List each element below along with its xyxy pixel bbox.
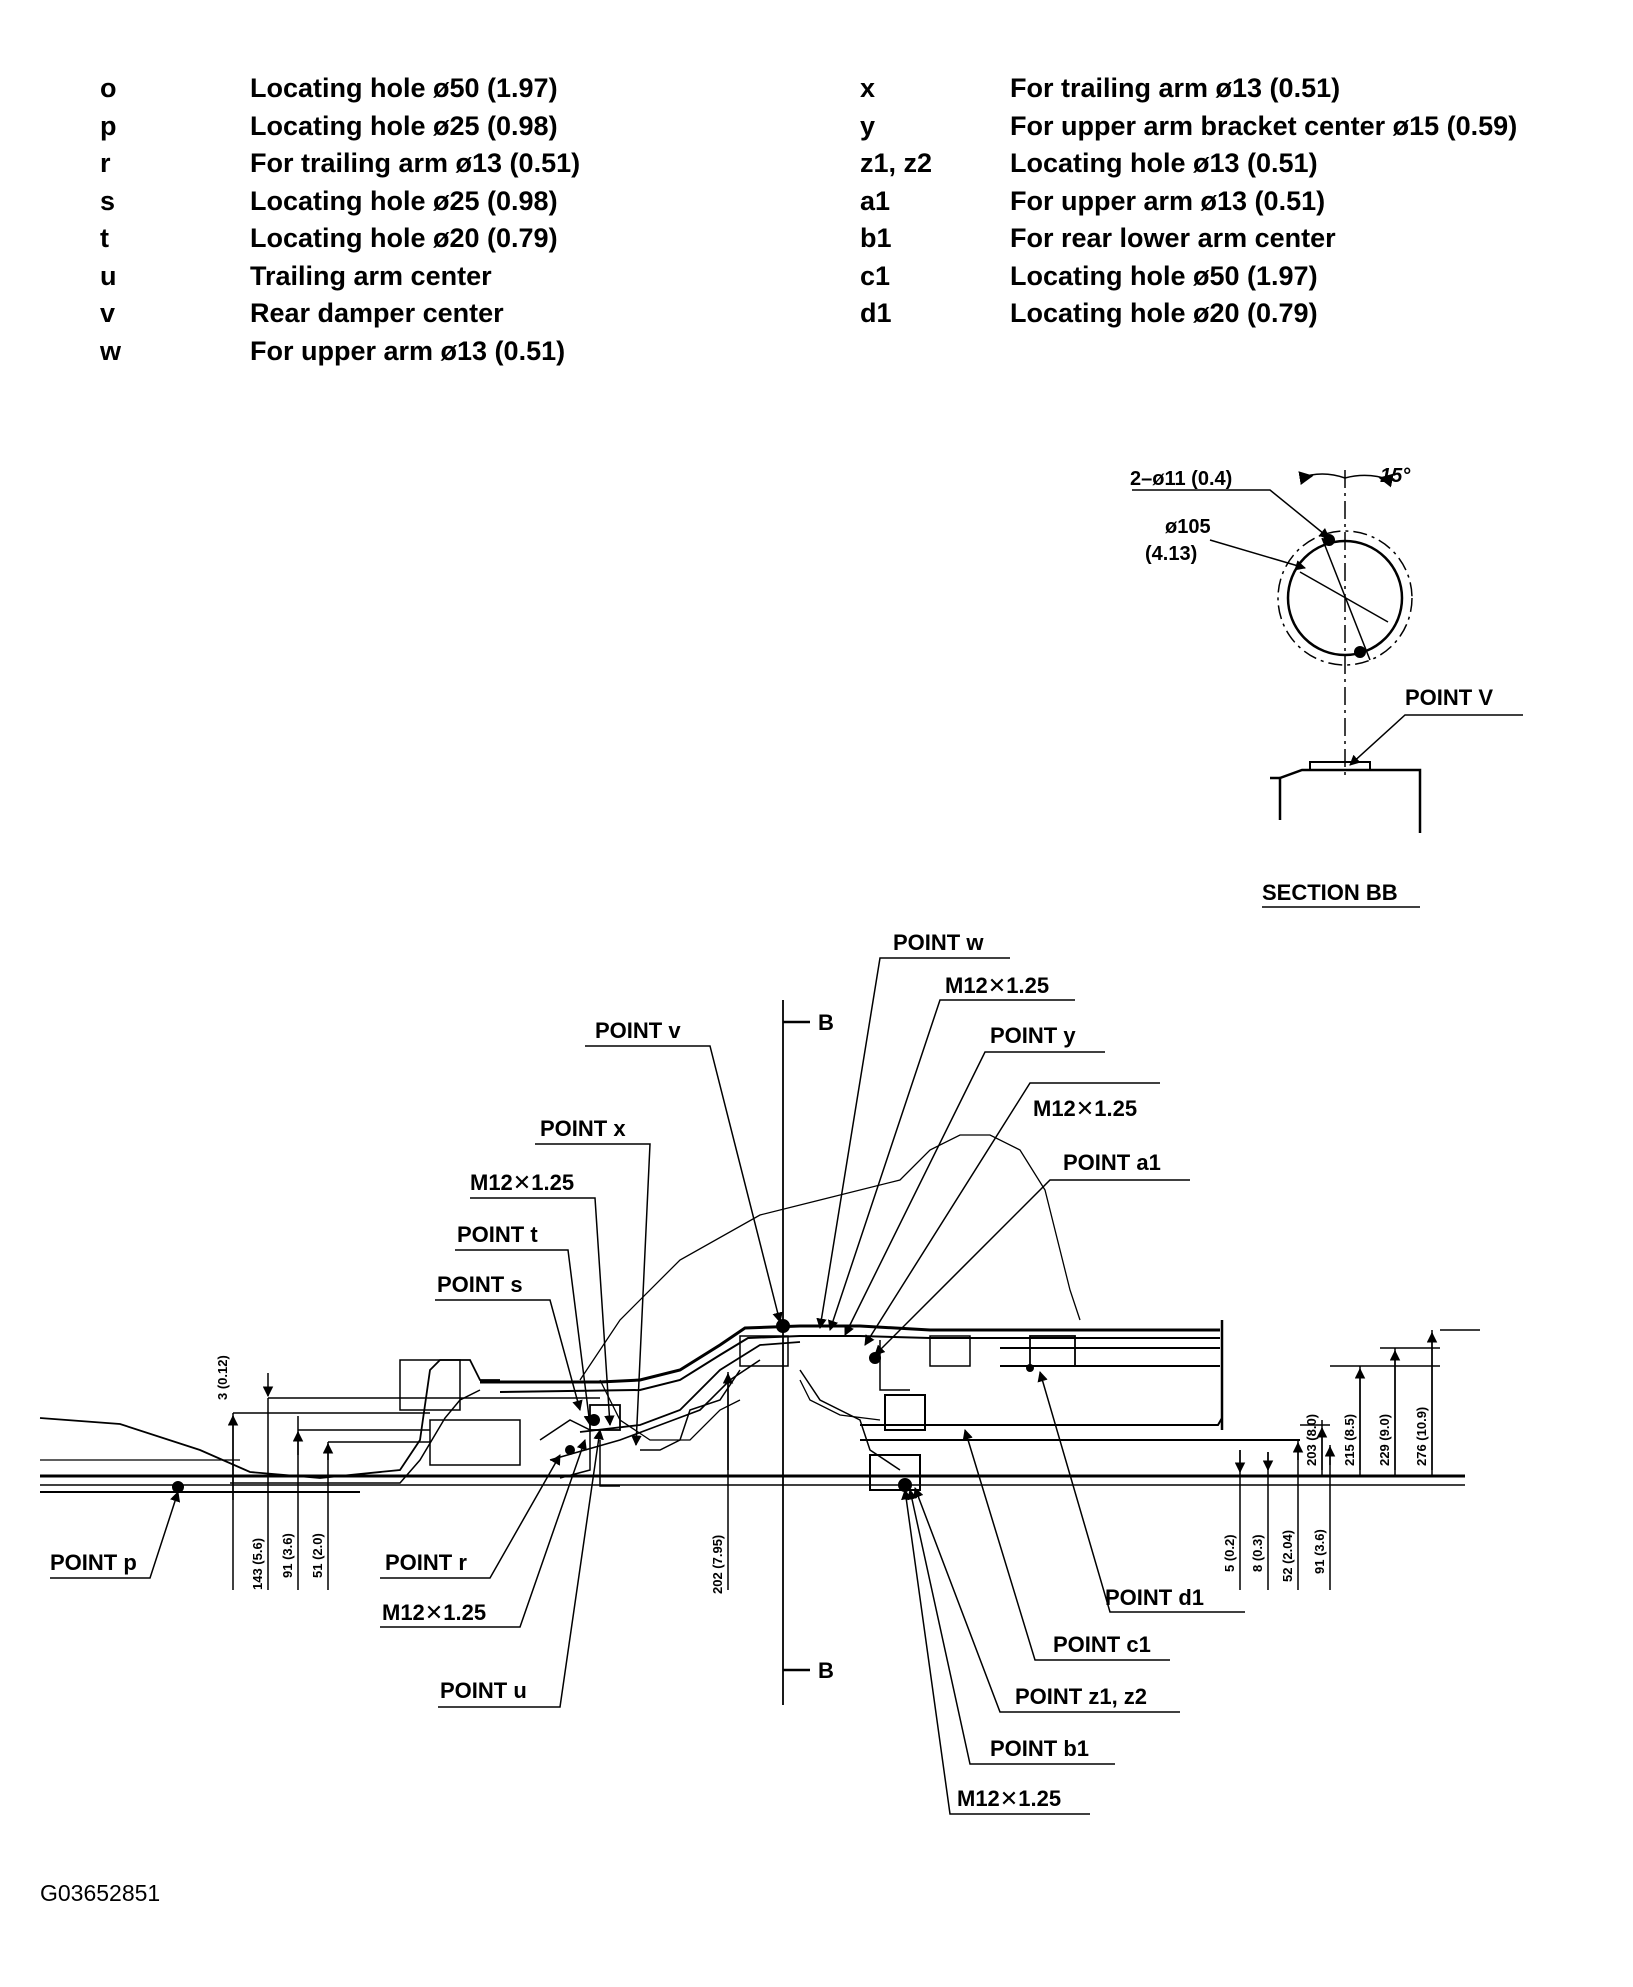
dim-215: 215 (8.5) <box>1342 1414 1357 1466</box>
chassis-outline <box>39 1000 1465 1705</box>
legend-row: v Rear damper center <box>100 295 580 333</box>
legend-row: y For upper arm bracket center ø15 (0.59) <box>860 108 1517 146</box>
legend-description: Locating hole ø25 (0.98) <box>250 110 558 141</box>
callout-point-p: POINT p <box>50 1550 137 1575</box>
legend-row: z1, z2 Locating hole ø13 (0.51) <box>860 145 1517 183</box>
callout-point-v: POINT v <box>595 1018 681 1043</box>
legend-row: u Trailing arm center <box>100 258 580 296</box>
legend-description: For rear lower arm center <box>1010 223 1336 253</box>
callout-point-b1: POINT b1 <box>990 1736 1089 1761</box>
legend-description: For trailing arm ø13 (0.51) <box>1010 73 1341 103</box>
callout-point-s: POINT s <box>437 1272 523 1297</box>
legend-description: For upper arm ø13 (0.51) <box>250 335 566 366</box>
legend-code: d1 <box>860 298 892 328</box>
dim-202: 202 (7.95) <box>710 1535 725 1594</box>
legend-row: d1 Locating hole ø20 (0.79) <box>860 295 1517 333</box>
callout-point-z1-z2: POINT z1, z2 <box>1015 1684 1147 1709</box>
legend-code: v <box>100 298 116 328</box>
legend-row: b1 For rear lower arm center <box>860 220 1517 258</box>
legend-description: Locating hole ø50 (1.97) <box>1010 260 1318 291</box>
callout-m12-top: M12✕1.25 <box>945 973 1049 998</box>
dim-91-left: 91 (3.6) <box>280 1533 295 1578</box>
legend-description: For upper arm bracket center ø15 (0.59) <box>1010 110 1518 141</box>
section-title: SECTION BB <box>1262 880 1398 905</box>
legend-description: Rear damper center <box>250 298 504 328</box>
legend-description: Locating hole ø25 (0.98) <box>250 185 558 216</box>
section-holes-label: 2–ø11 (0.4) <box>1130 468 1232 490</box>
section-point-label: POINT V <box>1405 685 1493 710</box>
dim-143: 143 (5.6) <box>250 1538 265 1590</box>
legend-code: b1 <box>860 223 892 253</box>
dim-276: 276 (10.9) <box>1414 1407 1429 1466</box>
callout-point-t: POINT t <box>457 1222 538 1247</box>
dim-229: 229 (9.0) <box>1377 1414 1392 1466</box>
section-diameter-inch: (4.13) <box>1145 543 1197 565</box>
legend-row: w For upper arm ø13 (0.51) <box>100 333 580 371</box>
legend-code: r <box>100 148 111 178</box>
dim-91-right: 91 (3.6) <box>1312 1529 1327 1574</box>
dim-51: 51 (2.0) <box>310 1533 325 1578</box>
legend-code: w <box>100 335 122 366</box>
legend-code: a1 <box>860 185 891 216</box>
legend-code: o <box>100 73 117 103</box>
legend-row: c1 Locating hole ø50 (1.97) <box>860 258 1517 296</box>
legend-row: o Locating hole ø50 (1.97) <box>100 70 580 108</box>
dim-52: 52 (2.04) <box>1280 1530 1295 1582</box>
callout-leaders <box>50 957 1245 1815</box>
callout-point-w: POINT w <box>893 930 984 955</box>
dim-203: 203 (8.0) <box>1304 1414 1319 1466</box>
dimension-lines <box>227 1329 1480 1590</box>
legend-row: s Locating hole ø25 (0.98) <box>100 183 580 221</box>
callout-point-u: POINT u <box>440 1678 527 1703</box>
legend-code: z1, z2 <box>860 148 933 178</box>
legend-description: Locating hole ø20 (0.79) <box>250 223 558 253</box>
legend-code: x <box>860 73 876 103</box>
callout-m12-left: M12✕1.25 <box>470 1170 574 1195</box>
dim-5: 5 (0.2) <box>1222 1534 1237 1572</box>
section-marker-bottom: B <box>818 1658 834 1683</box>
legend-code: y <box>860 110 876 141</box>
legend-description: Locating hole ø13 (0.51) <box>1010 148 1318 178</box>
legend-row: x For trailing arm ø13 (0.51) <box>860 70 1517 108</box>
legend-row: t Locating hole ø20 (0.79) <box>100 220 580 258</box>
callout-m12-upper: M12✕1.25 <box>1033 1096 1137 1121</box>
callout-m12-lower: M12✕1.25 <box>382 1600 486 1625</box>
legend-description: For upper arm ø13 (0.51) <box>1010 185 1326 216</box>
legend-code: c1 <box>860 260 891 291</box>
callout-point-x: POINT x <box>540 1116 626 1141</box>
section-bb-detail <box>1132 470 1523 908</box>
legend-code: p <box>100 110 117 141</box>
callout-point-y: POINT y <box>990 1023 1076 1048</box>
callout-m12-bottom: M12✕1.25 <box>957 1786 1061 1811</box>
callout-point-c1: POINT c1 <box>1053 1632 1151 1657</box>
dim-8: 8 (0.3) <box>1250 1534 1265 1572</box>
legend-code: u <box>100 260 117 291</box>
figure-id: G03652851 <box>40 1880 161 1906</box>
section-marker-top: B <box>818 1010 834 1035</box>
callout-point-d1: POINT d1 <box>1105 1585 1204 1610</box>
section-angle: 15° <box>1380 465 1411 487</box>
legend-description: Locating hole ø20 (0.79) <box>1010 298 1318 328</box>
legend-description: Locating hole ø50 (1.97) <box>250 73 558 103</box>
legend-row: p Locating hole ø25 (0.98) <box>100 108 580 146</box>
legend-row: a1 For upper arm ø13 (0.51) <box>860 183 1517 221</box>
callout-point-r: POINT r <box>385 1550 467 1575</box>
legend-code: t <box>100 223 109 253</box>
legend-description: Trailing arm center <box>250 260 492 291</box>
dim-3: 3 (0.12) <box>215 1355 230 1400</box>
legend-row: r For trailing arm ø13 (0.51) <box>100 145 580 183</box>
callout-point-a1: POINT a1 <box>1063 1150 1161 1175</box>
section-diameter-label: ø105 <box>1165 516 1211 538</box>
legend-code: s <box>100 185 116 216</box>
legend-description: For trailing arm ø13 (0.51) <box>250 148 581 178</box>
